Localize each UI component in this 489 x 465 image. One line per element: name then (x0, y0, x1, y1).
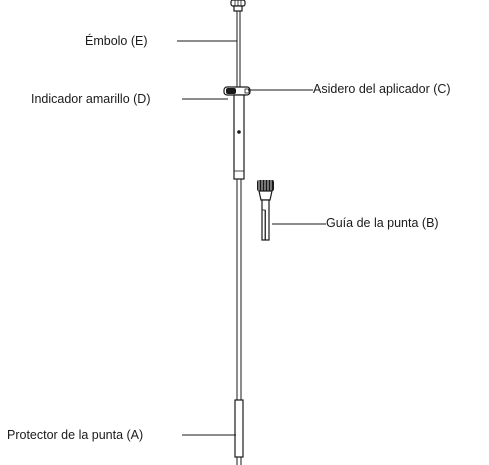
label-tip-protector: Protector de la punta (A) (7, 428, 144, 442)
label-yellow-indicator: Indicador amarillo (D) (31, 92, 151, 106)
leader-lines (177, 40, 326, 436)
plunger-rod (236, 11, 241, 90)
plunger-knob (230, 0, 246, 12)
applicator-tube (236, 179, 242, 400)
tip-guide (257, 180, 274, 241)
tip-protector (234, 399, 244, 465)
label-applicator-handle: Asidero del aplicador (C) (313, 82, 451, 96)
applicator-handle (223, 86, 251, 96)
applicator-barrel (233, 94, 245, 180)
label-plunger: Émbolo (E) (85, 34, 148, 48)
label-tip-guide: Guía de la punta (B) (326, 216, 439, 230)
